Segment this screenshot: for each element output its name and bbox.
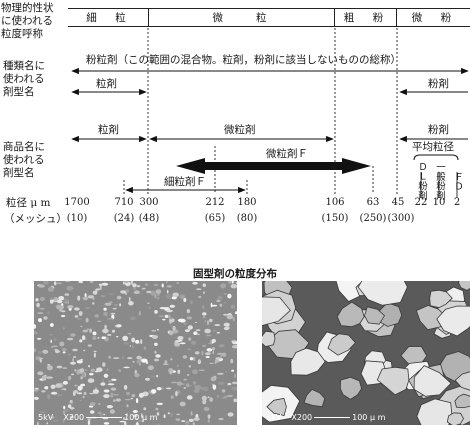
label-general-dust: 一般粉剤 [434,162,445,200]
label-granule-row2: 粒剤 [96,78,117,90]
row-label-type-name: 種類名に 使われる 剤型名 [3,60,45,98]
mesh-axis-label: （メッシュ） [4,213,67,225]
mesh-48: (48) [138,213,160,224]
size-2: 2 [453,197,461,208]
row-label-particle-size-name: 物理的性状 に使われる 粒度呼称 [1,2,54,40]
label-granule-row3: 粒剤 [98,124,119,136]
size-106: 106 [325,197,345,208]
mesh-300: (300) [387,213,415,224]
label-fine-granule-f: 細粒剤Ｆ [164,176,206,188]
label-avg-size: 平均粒径 [412,141,454,153]
band-fine-powder: 微 粉 [396,8,470,27]
band-coarse-powder: 粗 粉 [334,8,396,27]
label-dust-row3: 粉剤 [428,124,449,136]
size-63: 63 [366,197,380,208]
size-10: 10 [432,197,446,208]
mesh-250: (250) [359,213,387,224]
label-micro-granule-f: 微粒剤Ｆ [266,148,308,160]
particle-size-diagram [71,28,469,198]
arrow-micro-granule-f [176,158,371,174]
mesh-65: (65) [204,213,226,224]
mesh-150: (150) [321,213,349,224]
label-dl-dust: ＤＬ粉剤 [416,162,427,200]
row-label-product-name: 商品名に 使われる 剤型名 [3,141,45,179]
size-axis-label: 粒径 μ m [6,197,51,209]
label-dust-row2: 粉剤 [428,78,449,90]
size-45: 45 [391,197,405,208]
avg-size-bracket [413,154,459,161]
fine-granule-texture [34,281,237,425]
band-micro-granule: 微 粒 [148,8,334,27]
label-dust-granule-overall: 粉粒剤（この範囲の混合物。粒剤，粉剤に該当しないものの総称） [86,54,401,66]
size-710: 710 [114,197,134,208]
size-180: 180 [237,197,257,208]
size-300: 300 [139,197,159,208]
band-fine-granule: 細 粒 [68,8,148,27]
mesh-80: (80) [236,213,258,224]
label-fd: ＦＤ [452,172,463,191]
label-micro-granule-row3: 微粒剤 [224,124,256,136]
mesh-24: (24) [113,213,135,224]
coarse-particle-texture [262,281,470,425]
size-212: 212 [205,197,225,208]
size-1700: 1700 [64,197,90,208]
mesh-10: (10) [66,213,88,224]
size-22: 22 [414,197,428,208]
figure-caption: 固型剤の粒度分布 [193,268,277,280]
